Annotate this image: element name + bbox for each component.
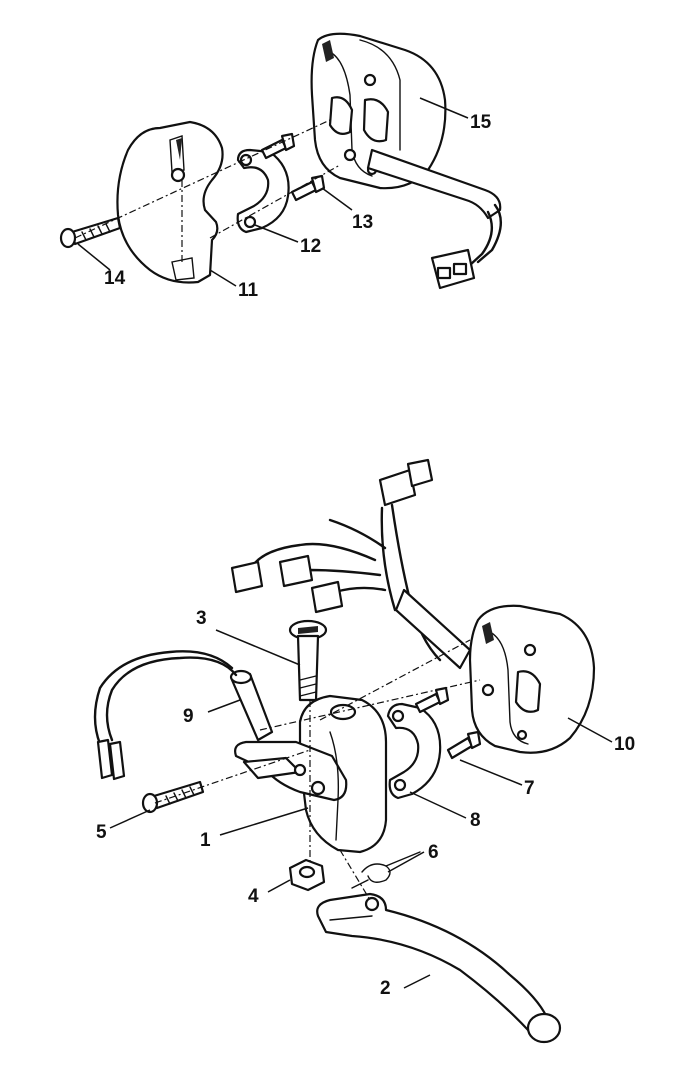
part-3-pivot-bolt [288, 619, 328, 702]
part-15-switch-housing [310, 32, 502, 290]
leader-lines [77, 97, 613, 989]
upper-assembly-axis-3 [209, 164, 341, 239]
callout-7: 7 [524, 778, 535, 799]
part-11-cover [116, 120, 224, 284]
callout-5: 5 [96, 822, 107, 843]
callout-9: 9 [183, 706, 194, 727]
part-10-switch-housing [468, 604, 596, 754]
part-7-screws [414, 686, 482, 760]
callout-4: 4 [248, 886, 259, 907]
callout-labels: 15 13 12 11 14 3 9 10 7 8 5 1 6 4 2 [96, 112, 635, 999]
callout-6: 6 [428, 842, 439, 863]
callout-13: 13 [352, 212, 373, 233]
part-12-clamp [236, 148, 290, 234]
part-2-lever [316, 892, 562, 1044]
part-1-bracket [234, 694, 388, 854]
callout-3: 3 [196, 608, 207, 629]
part-5-screw [141, 780, 205, 814]
wiring-harness [230, 458, 472, 670]
part-8-clamp [386, 702, 442, 800]
callout-8: 8 [470, 810, 481, 831]
part-6-spring [351, 851, 421, 889]
part-9-switch [93, 650, 274, 781]
callout-14: 14 [104, 268, 126, 289]
lower-assembly [93, 458, 596, 1044]
upper-assembly-axis-1 [74, 119, 331, 239]
upper-assembly [59, 32, 502, 290]
callout-11: 11 [238, 280, 259, 301]
lower-assembly-axis-5 [339, 849, 371, 901]
lower-assembly-axis-2 [319, 639, 471, 721]
callout-2: 2 [380, 978, 391, 999]
part-14-long-screw [59, 216, 122, 249]
part-4-nut [288, 858, 326, 892]
part-13-screws [260, 132, 326, 202]
callout-12: 12 [300, 236, 321, 257]
lower-assembly-axis-1 [154, 749, 311, 804]
callout-15: 15 [470, 112, 492, 133]
callout-1: 1 [200, 830, 211, 851]
callout-10: 10 [614, 734, 635, 755]
